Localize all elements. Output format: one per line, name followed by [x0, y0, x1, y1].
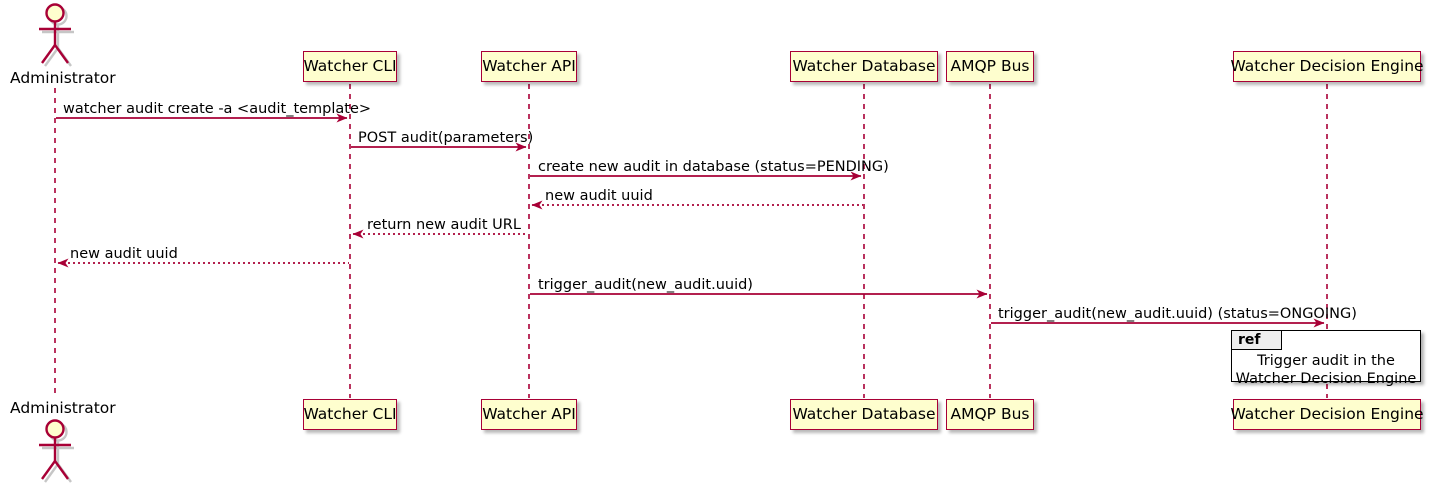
lifelines — [54, 84, 1328, 398]
participant-label: Watcher Database — [792, 56, 936, 75]
ref-tag-label: ref — [1238, 332, 1261, 348]
participant-label: Watcher API — [482, 404, 576, 423]
message-label-8: trigger_audit(new_audit.uuid) (status=ON… — [998, 306, 1357, 322]
message-label-4: new audit uuid — [545, 188, 653, 204]
participant-label: Watcher Decision Engine — [1230, 56, 1424, 75]
participant-label: Watcher API — [482, 56, 576, 75]
participant-box-watcher-decision-engine-bottom[interactable]: Watcher Decision Engine — [1230, 399, 1424, 430]
message-label-7: trigger_audit(new_audit.uuid) — [538, 277, 753, 293]
actor-name: Administrator — [10, 399, 116, 417]
actor-figure-bottom — [39, 419, 74, 483]
message-label-1: watcher audit create -a <audit_template> — [63, 101, 372, 117]
participant-box-watcher-database-top[interactable]: Watcher Database — [790, 51, 938, 82]
message-label-3: create new audit in database (status=PEN… — [538, 159, 889, 175]
participant-box-watcher-database-bottom[interactable]: Watcher Database — [790, 399, 938, 430]
participant-label: AMQP Bus — [950, 404, 1030, 423]
ref-fragment-body: Trigger audit in the Watcher Decision En… — [1232, 352, 1420, 388]
participant-box-watcher-api-bottom[interactable]: Watcher API — [481, 399, 577, 430]
participant-box-amqp-bus-bottom[interactable]: AMQP Bus — [946, 399, 1034, 430]
message-label-2: POST audit(parameters) — [358, 130, 534, 146]
participant-label: Watcher Database — [792, 404, 936, 423]
participant-label: AMQP Bus — [950, 56, 1030, 75]
ref-line-1: Trigger audit in the — [1257, 353, 1395, 369]
participant-box-watcher-cli-top[interactable]: Watcher CLI — [303, 51, 397, 82]
participant-box-watcher-decision-engine-top[interactable]: Watcher Decision Engine — [1230, 51, 1424, 82]
participant-box-amqp-bus-top[interactable]: AMQP Bus — [946, 51, 1034, 82]
participant-label: Watcher CLI — [303, 404, 397, 423]
actor-label-administrator-top: Administrator — [10, 69, 116, 87]
participant-label: Watcher CLI — [303, 56, 397, 75]
actor-label-administrator-bottom: Administrator — [10, 399, 116, 417]
message-label-5: return new audit URL — [367, 217, 521, 233]
ref-fragment-tag: ref — [1232, 331, 1282, 350]
ref-line-2: Watcher Decision Engine — [1235, 371, 1417, 388]
participant-label: Watcher Decision Engine — [1230, 404, 1424, 423]
ref-fragment[interactable]: ref Trigger audit in the Watcher Decisio… — [1231, 330, 1421, 387]
message-label-6: new audit uuid — [70, 246, 178, 262]
participant-box-watcher-cli-bottom[interactable]: Watcher CLI — [303, 399, 397, 430]
participant-box-watcher-api-top[interactable]: Watcher API — [481, 51, 577, 82]
actor-name: Administrator — [10, 69, 116, 87]
actor-figure-top — [39, 3, 74, 67]
message-arrows — [56, 113, 1325, 328]
